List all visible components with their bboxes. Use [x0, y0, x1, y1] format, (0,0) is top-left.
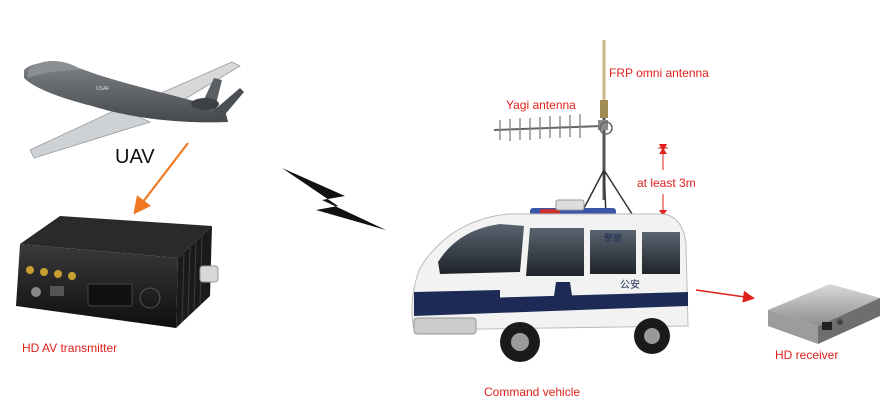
uav-drone-icon: USAF — [24, 61, 244, 159]
vehicle-to-receiver-arrow — [695, 289, 755, 303]
uav-to-transmitter-arrow — [133, 142, 189, 215]
van-police-cn: 公安 — [620, 278, 640, 291]
command-vehicle-label: Command vehicle — [484, 385, 581, 399]
receiver-box-icon — [768, 284, 880, 344]
transmitter-box-icon — [16, 216, 219, 328]
height-label: at least 3m — [637, 176, 696, 190]
van-hood-cn-text: 警察 — [604, 233, 623, 243]
yagi-antenna-label: Yagi antenna — [506, 98, 576, 112]
yagi-antenna-icon — [493, 114, 613, 141]
receiver-label: HD receiver — [775, 348, 839, 362]
lightning-link-icon — [282, 168, 386, 230]
command-van-icon: POLICE 公安 — [411, 199, 689, 362]
svg-text:USAF: USAF — [96, 86, 109, 92]
uav-label: UAV — [115, 146, 155, 168]
omni-antenna-icon — [581, 40, 633, 217]
transmitter-label: HD AV transmitter — [22, 341, 118, 355]
frp-antenna-label: FRP omni antenna — [609, 66, 709, 80]
van-police-en: POLICE — [470, 296, 504, 306]
